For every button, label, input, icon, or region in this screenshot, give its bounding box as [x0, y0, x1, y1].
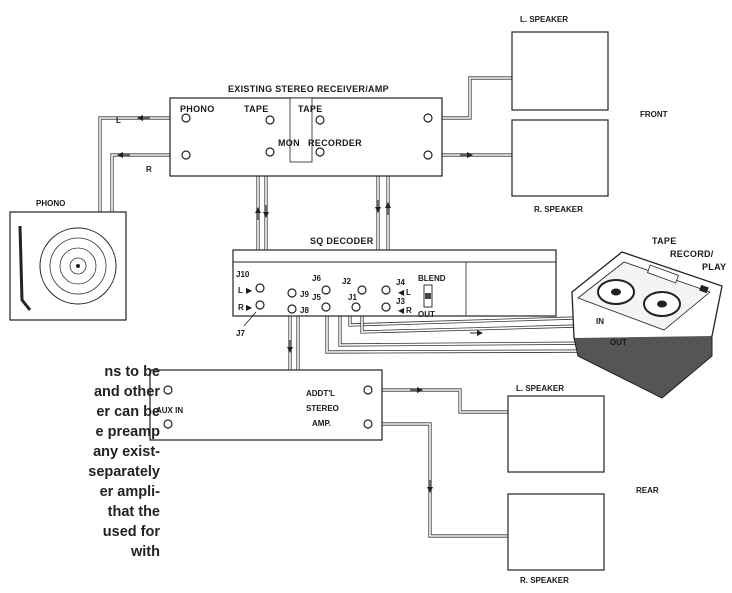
- rear-left-speaker: [507, 395, 605, 473]
- rear-right-speaker: [507, 493, 605, 571]
- decoder-out-label: OUT: [418, 310, 435, 319]
- decoder-j10-label: J10: [236, 270, 250, 279]
- aux-in-l-jack: [163, 385, 173, 395]
- aux-out-l-jack: [363, 385, 373, 395]
- decoder-j1-label: J1: [348, 293, 357, 302]
- caption-line: separately: [88, 464, 160, 480]
- caption-line: used for: [102, 524, 160, 540]
- receiver-recorder-l-jack: [315, 115, 325, 125]
- tonearm-icon: [18, 225, 32, 311]
- phono-right-channel-label: R: [146, 165, 152, 174]
- receiver-front-r-out-jack: [423, 150, 433, 160]
- front-left-speaker: [511, 31, 609, 111]
- decoder-j4-jack: [381, 285, 391, 295]
- aux-amp-body: [149, 369, 383, 441]
- decoder-j7-jack: [255, 300, 265, 310]
- aux-out-r-jack: [363, 419, 373, 429]
- front-right-speaker: [511, 119, 609, 197]
- receiver-tape-l-jack: [265, 115, 275, 125]
- decoder-body: [232, 249, 557, 317]
- front-left-speaker-label: L. SPEAKER: [520, 15, 568, 24]
- decoder-blend-label: BLEND: [418, 274, 446, 283]
- caption-line: er can be: [96, 404, 160, 420]
- phono-left-channel-label: L: [116, 116, 121, 125]
- rear-speakers: L. SPEAKER R. SPEAKER REAR: [507, 384, 659, 585]
- svg-text:◀: ◀: [398, 288, 405, 297]
- decoder-j3-label: J3: [396, 297, 405, 306]
- decoder-j5-label: J5: [312, 293, 321, 302]
- receiver-recorder-label: RECORDER: [308, 138, 362, 148]
- phono-turntable: PHONO: [9, 199, 127, 321]
- tape-title-line2: RECORD/: [670, 249, 714, 259]
- receiver-mon-label: MON: [278, 138, 300, 148]
- decoder-j6-label: J6: [312, 274, 321, 283]
- decoder-j7-r-label: R: [238, 303, 244, 312]
- svg-text:◀: ◀: [398, 306, 405, 315]
- decoder-j4-l-label: L: [406, 288, 411, 297]
- receiver-phono-r-jack: [181, 150, 191, 160]
- decoder-j7-label: J7: [236, 329, 245, 338]
- rear-left-speaker-label: L. SPEAKER: [516, 384, 564, 393]
- stereo-receiver: EXISTING STEREO RECEIVER/AMP PHONO TAPE …: [116, 84, 443, 177]
- decoder-j5-jack: [321, 302, 331, 312]
- phono-label: PHONO: [36, 199, 65, 208]
- aux-in-r-jack: [163, 419, 173, 429]
- caption-line: ns to be: [104, 364, 160, 380]
- receiver-tape-right-label: TAPE: [298, 104, 323, 114]
- svg-text:▶: ▶: [246, 286, 253, 295]
- tape-out-label: OUT: [610, 338, 627, 347]
- caption-line: er ampli-: [99, 484, 160, 500]
- front-right-speaker-label: R. SPEAKER: [534, 205, 583, 214]
- decoder-j1-jack: [351, 302, 361, 312]
- aux-amp-line1: ADDT'L: [306, 389, 335, 398]
- aux-in-label: AUX IN: [156, 406, 183, 415]
- rear-right-speaker-label: R. SPEAKER: [520, 576, 569, 585]
- tape-title-line3: PLAY: [702, 262, 726, 272]
- decoder-j2-jack: [357, 285, 367, 295]
- front-label: FRONT: [640, 110, 668, 119]
- decoder-j3-jack: [381, 302, 391, 312]
- caption-line: and other: [93, 384, 160, 400]
- decoder-j10-l-label: L: [238, 286, 243, 295]
- caption-line: any exist-: [93, 444, 160, 460]
- decoder-j6-jack: [321, 285, 331, 295]
- receiver-title: EXISTING STEREO RECEIVER/AMP: [228, 84, 389, 94]
- decoder-j8-label: J8: [300, 306, 309, 315]
- caption-line: e preamp: [95, 424, 160, 440]
- receiver-tape-label: TAPE: [244, 104, 269, 114]
- tape-recorder: TAPE RECORD/ PLAY IN OUT: [571, 236, 726, 399]
- decoder-j9-jack: [287, 288, 297, 298]
- additional-stereo-amp: AUX IN ADDT'L STEREO AMP.: [149, 369, 383, 441]
- caption-line: with: [131, 544, 160, 560]
- receiver-divider: [289, 97, 313, 163]
- receiver-front-l-out-jack: [423, 113, 433, 123]
- decoder-j8-jack: [287, 304, 297, 314]
- decoder-j4-label: J4: [396, 278, 405, 287]
- receiver-recorder-r-jack: [315, 147, 325, 157]
- decoder-j3-r-label: R: [406, 306, 412, 315]
- front-speakers: L. SPEAKER R. SPEAKER FRONT: [511, 15, 668, 214]
- caption-line: that the: [107, 504, 160, 520]
- sq-decoder: SQ DECODER J10 L ▶ R ▶ J7 J9 J8 J6 J5 J2…: [232, 236, 557, 338]
- svg-text:▶: ▶: [246, 303, 253, 312]
- aux-amp-line2: STEREO: [306, 404, 339, 413]
- decoder-title: SQ DECODER: [310, 236, 374, 246]
- receiver-phono-label: PHONO: [180, 104, 215, 114]
- body-text-fragment: ns to be and other er can be e preamp an…: [0, 362, 160, 562]
- decoder-j9-label: J9: [300, 290, 309, 299]
- receiver-phono-l-jack: [181, 113, 191, 123]
- receiver-tape-r-jack: [265, 147, 275, 157]
- rear-label: REAR: [636, 486, 659, 495]
- decoder-j10-jack: [255, 283, 265, 293]
- aux-amp-line3: AMP.: [312, 419, 331, 428]
- tape-in-label: IN: [596, 317, 604, 326]
- decoder-j2-label: J2: [342, 277, 351, 286]
- tape-title-line1: TAPE: [652, 236, 677, 246]
